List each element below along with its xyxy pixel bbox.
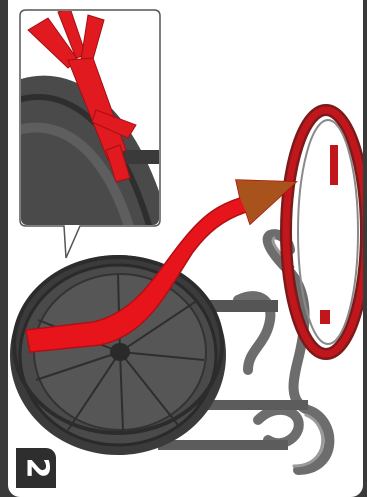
instruction-panel: 2: [8, 0, 363, 497]
step-number: 2: [21, 458, 51, 479]
main-wheel: [10, 255, 226, 455]
push-rim-ring: [286, 110, 363, 354]
frame-bar: [158, 440, 288, 450]
detail-inset: [18, 8, 168, 258]
wheel-illustration: [8, 0, 363, 497]
step-badge: 2: [16, 448, 56, 488]
